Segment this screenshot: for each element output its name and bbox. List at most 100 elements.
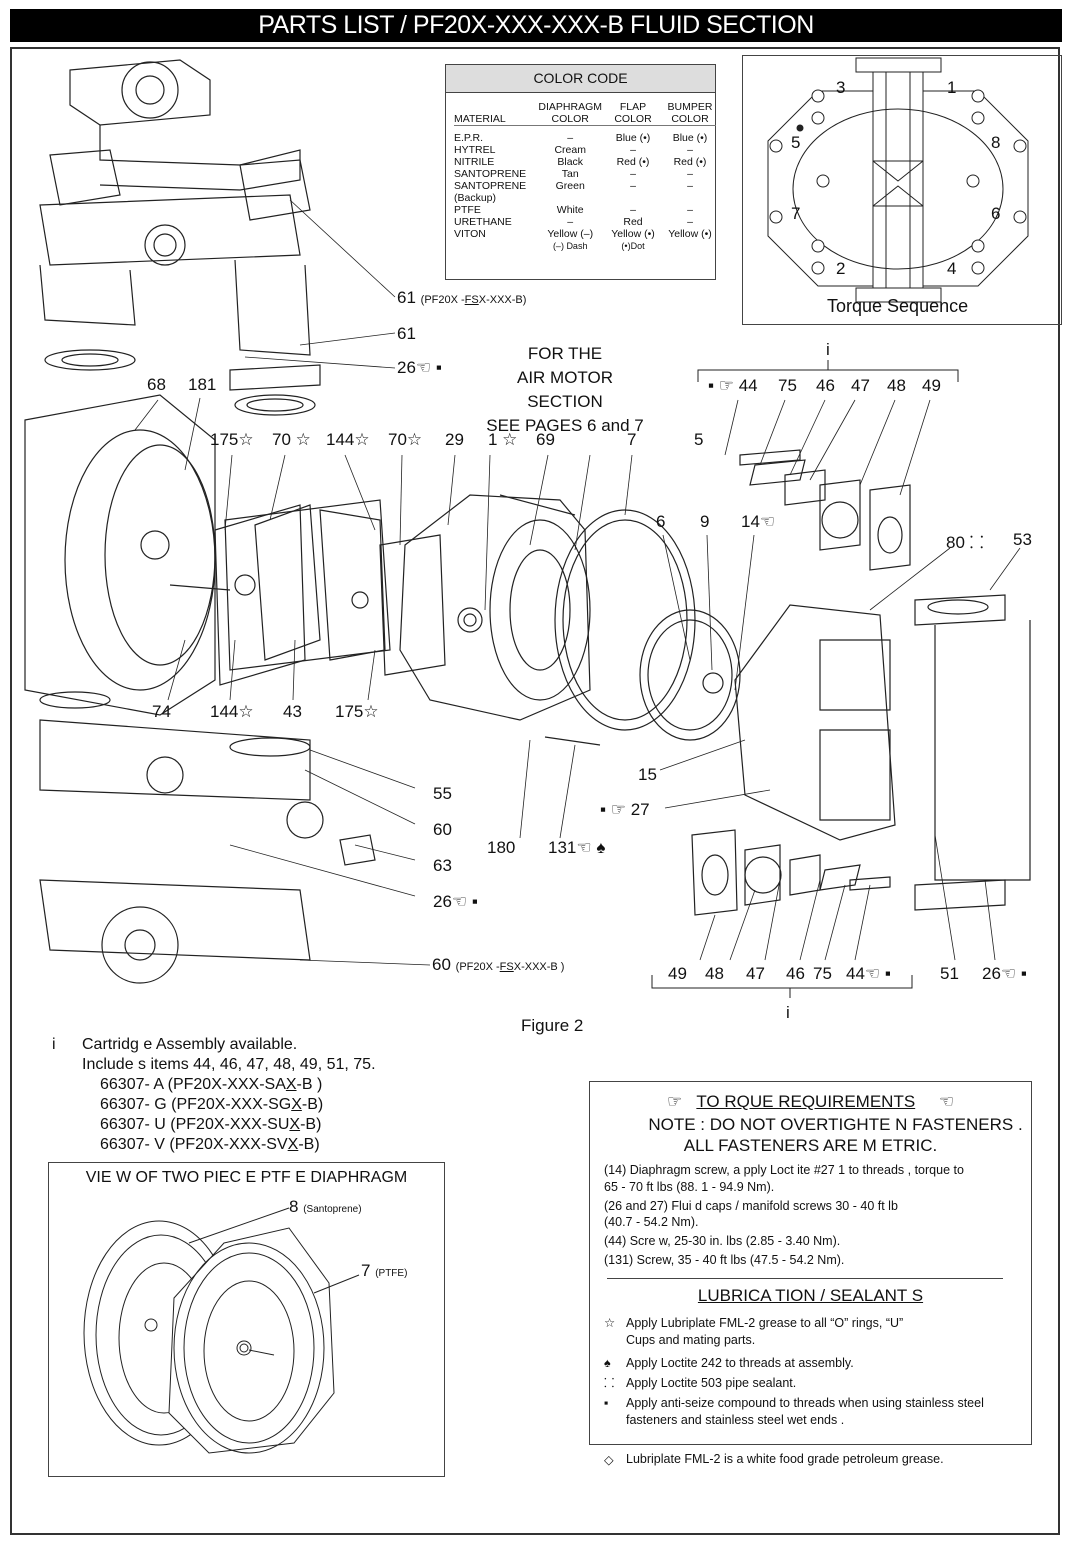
- callout-cartridge-bottom: i: [786, 1003, 790, 1022]
- callout-74: 74: [152, 702, 171, 721]
- torque-requirements-panel: ☞ TO RQUE REQUIREMENTS ☜ NOTE : DO NOT O…: [589, 1081, 1032, 1445]
- callout-61: 61: [397, 324, 416, 343]
- air-motor-note-line: AIR MOTOR SECTION: [516, 368, 614, 411]
- cartridge-title: Cartridg e Assembly available.: [82, 1036, 298, 1053]
- torque-note-2: ALL FASTENERS ARE M ETRIC.: [683, 1136, 938, 1155]
- callout-144: 144☆: [326, 430, 370, 449]
- cartridge-kit: 66307- V (PF20X-XXX-SVX-B): [100, 1136, 320, 1153]
- col-material: MATERIAL: [454, 112, 506, 125]
- torque-seq-2: 2: [836, 259, 846, 278]
- lubrication-item: ☆Apply Lubriplate FML-2 grease to all “O…: [604, 1316, 904, 1347]
- lubriplate-footnote: ◇ Lubriplate FML-2 is a white food grade…: [604, 1452, 944, 1467]
- callout-60-flanged: 60 (PF20X -FSX-XXX-B ): [432, 955, 565, 974]
- torque-seq-3: 3: [836, 78, 846, 97]
- torque-note-1: NOTE : DO NOT OVERTIGHTE N FASTENERS .: [648, 1115, 1023, 1134]
- col-bumper: BUMPER COLOR: [667, 100, 713, 125]
- callout-144b: 144☆: [210, 702, 254, 721]
- table-row: URETHANE–Red–: [454, 215, 693, 228]
- callout-47-top: 47: [851, 376, 870, 395]
- torque-sequence-panel: 3 1 5 8 7 6 2 4 Torque Sequence: [742, 55, 1062, 325]
- page-title: PARTS LIST / PF20X-XXX-XXX-B FLUID SECTI…: [10, 9, 1062, 42]
- center-block: [224, 499, 391, 671]
- spade-icon: ♠: [604, 1356, 611, 1370]
- callout-43: 43: [283, 702, 302, 721]
- divider: [607, 1278, 1003, 1279]
- callout-70: 70 ☆: [272, 430, 311, 449]
- callout-7: 7: [627, 430, 637, 449]
- leader-lines: [134, 199, 1021, 966]
- lubrication-title-row: LUBRICA TION / SEALANT S: [590, 1286, 1031, 1306]
- air-motor-note-line: SEE PAGES 6 and 7: [486, 416, 644, 435]
- callout-48-top: 48: [887, 376, 906, 395]
- diamond-icon: ◇: [604, 1453, 614, 1467]
- legend-row: (–) Dash(•)Dot: [552, 240, 645, 251]
- torque-spec-line: (14) Diaphragm screw, a pply Loct ite #2…: [604, 1163, 964, 1177]
- torque-sequence-diagram: [767, 57, 1029, 303]
- cartridge-includes: Include s items 44, 46, 47, 48, 49, 51, …: [82, 1056, 376, 1073]
- callout-26-bottom: 26☜ ▪: [433, 892, 478, 911]
- hand-left-icon: ☜: [938, 1092, 955, 1111]
- callout-63: 63: [433, 856, 452, 875]
- callout-44-top: ▪ ☞ 44: [708, 376, 758, 395]
- callout-69: 69: [536, 430, 555, 449]
- callout-48-bottom: 48: [705, 964, 724, 983]
- callout-181: 181: [188, 375, 217, 394]
- cartridge-kit: 66307- G (PF20X-XXX-SGX-B): [100, 1096, 324, 1113]
- callout-5: 5: [694, 430, 704, 449]
- hand-right-icon: ☞: [666, 1092, 683, 1111]
- torque-seq-5: 5: [791, 133, 801, 152]
- callout-47-bottom: 47: [746, 964, 765, 983]
- torque-seq-8: 8: [991, 133, 1001, 152]
- star-icon: ☆: [604, 1316, 616, 1330]
- cartridge-kit: 66307- A (PF20X-XXX-SAX-B ): [100, 1076, 323, 1093]
- diaphragm-view-title: VIE W OF TWO PIEC E PTF E DIAPHRAGM: [85, 1169, 408, 1186]
- callout-175b: 175☆: [335, 702, 379, 721]
- callout-27: ▪ ☞ 27: [600, 800, 650, 819]
- callout-175: 175☆: [210, 430, 254, 449]
- air-cap-plate: [399, 494, 591, 721]
- torque-spec-line: (131) Screw, 35 - 40 ft lbs (47.5 - 54.2…: [604, 1253, 845, 1267]
- callout-46-bottom: 46: [786, 964, 805, 983]
- cartridge-marker: i: [52, 1036, 56, 1053]
- color-code-title: COLOR CODE: [446, 65, 715, 93]
- table-row: E.P.R.–Blue (•)Blue (•): [454, 131, 708, 144]
- callout-70b: 70☆: [388, 430, 423, 449]
- flap-valve-top: [739, 449, 911, 571]
- sealant-icon: ⸬: [604, 1376, 615, 1390]
- callout-cartridge-top: i: [826, 340, 830, 359]
- callout-14: 14☜: [741, 512, 776, 531]
- col-flap: FLAP COLOR: [614, 100, 652, 125]
- lubrication-item: ⸬Apply Loctite 503 pipe sealant.: [604, 1376, 797, 1390]
- lubrication-title: LUBRICA TION / SEALANT S: [697, 1286, 924, 1305]
- callout-55: 55: [433, 784, 452, 803]
- lubrication-item: ▪Apply anti-seize compound to threads wh…: [604, 1396, 984, 1427]
- cartridge-line1: i Cartridg e Assembly available.: [52, 1035, 376, 1055]
- diaphragm-callout-8: 8 (Santoprene): [289, 1197, 362, 1216]
- diaphragm-drawing: [83, 1207, 360, 1454]
- torque-seq-7: 7: [791, 204, 801, 223]
- torque-title-row: ☞ TO RQUE REQUIREMENTS ☜: [590, 1092, 1031, 1112]
- bottom-manifold-flanged: [39, 879, 311, 984]
- color-code-table: COLOR CODE MATERIAL DIAPHRAGM COLOR FLAP…: [445, 64, 716, 280]
- torque-title: TO RQUE REQUIREMENTS: [696, 1092, 916, 1111]
- callout-1: 1 ☆: [488, 430, 518, 449]
- callout-29: 29: [445, 430, 464, 449]
- callout-15: 15: [638, 765, 657, 784]
- callout-60: 60: [433, 820, 452, 839]
- torque-spec-line: (26 and 27) Flui d caps / manifold screw…: [604, 1199, 898, 1213]
- callout-49-top: 49: [922, 376, 941, 395]
- callout-46-top: 46: [816, 376, 835, 395]
- torque-spec-line: (40.7 - 54.2 Nm).: [604, 1215, 699, 1229]
- torque-spec-line: (44) Scre w, 25-30 in. lbs (2.85 - 3.40 …: [604, 1234, 841, 1248]
- callout-180: 180: [487, 838, 516, 857]
- torque-seq-4: 4: [947, 259, 957, 278]
- callout-6: 6: [656, 512, 666, 531]
- callout-53: 53: [1013, 530, 1032, 549]
- right-fluid-cap: [734, 604, 896, 841]
- cartridge-note: i Cartridg e Assembly available. Include…: [52, 1035, 376, 1155]
